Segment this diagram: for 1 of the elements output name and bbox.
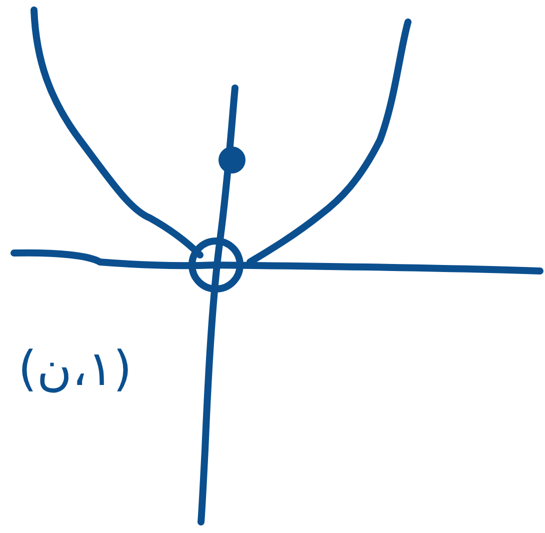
- coordinate-label: (١،ن): [18, 345, 132, 393]
